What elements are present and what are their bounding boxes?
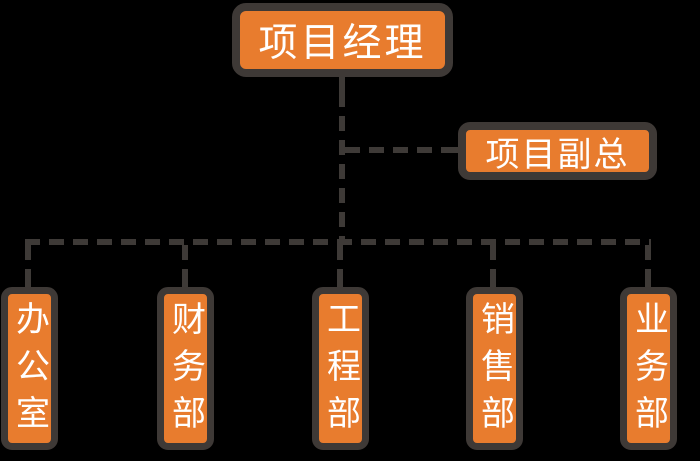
node-dept-sales: 销售部 xyxy=(466,287,523,450)
node-dept-sales-label: 销售部 xyxy=(475,301,514,442)
connector-drop-business xyxy=(645,245,651,287)
connector-deputy-stub xyxy=(444,147,458,153)
connector-main-rail xyxy=(25,239,651,245)
connector-stub-sales xyxy=(490,272,496,287)
connector-root-stub xyxy=(339,77,345,92)
connector-stub-engineering xyxy=(337,272,343,287)
node-dept-office: 办公室 xyxy=(1,287,58,450)
connector-drop-sales xyxy=(490,245,496,287)
node-dept-business-label: 业务部 xyxy=(629,301,668,442)
connector-root-vertical xyxy=(339,92,345,239)
node-dept-finance: 财务部 xyxy=(157,287,214,450)
connector-stub-finance xyxy=(182,272,188,287)
connector-drop-office xyxy=(25,245,31,287)
node-project-manager-label: 项目经理 xyxy=(258,22,427,65)
node-project-deputy: 项目副总 xyxy=(458,122,657,180)
connector-drop-engineering xyxy=(337,245,343,287)
connector-drop-finance xyxy=(182,245,188,287)
node-dept-business: 业务部 xyxy=(620,287,677,450)
node-dept-office-label: 办公室 xyxy=(10,301,49,442)
node-project-deputy-label: 项目副总 xyxy=(485,135,630,174)
node-project-manager: 项目经理 xyxy=(232,3,453,77)
connector-stub-business xyxy=(645,272,651,287)
node-dept-engineering: 工程部 xyxy=(312,287,369,450)
connector-stub-office xyxy=(25,272,31,287)
connector-deputy-branch xyxy=(345,147,458,153)
node-dept-finance-label: 财务部 xyxy=(166,301,205,442)
node-dept-engineering-label: 工程部 xyxy=(321,301,360,442)
